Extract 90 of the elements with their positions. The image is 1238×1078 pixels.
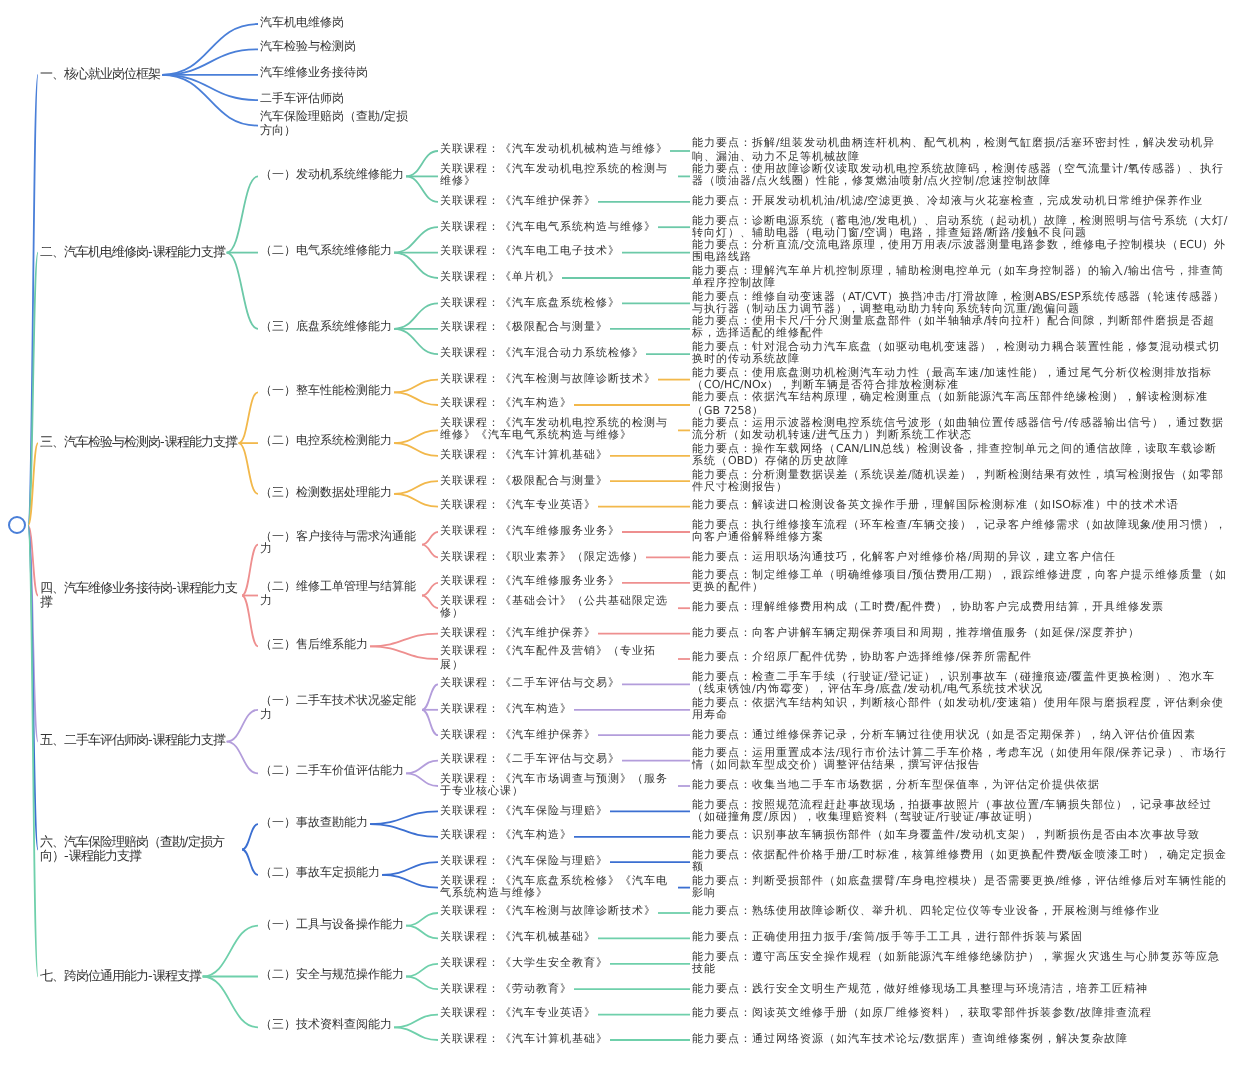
connector-line [421, 581, 439, 597]
connector-line [225, 740, 259, 775]
connector-line [405, 759, 439, 775]
connector-line [27, 73, 39, 527]
connector-line [621, 251, 691, 254]
connector-line [405, 175, 439, 203]
connector-line [393, 429, 439, 444]
connector-line [393, 327, 439, 330]
connector-line [421, 543, 439, 559]
connector-line [405, 150, 439, 178]
connector-line [677, 429, 691, 432]
connector-line [657, 226, 691, 229]
connector-line [237, 391, 259, 444]
connector-line [677, 658, 691, 660]
connector-line [573, 708, 691, 711]
connector-line [677, 785, 691, 787]
connector-line [369, 645, 439, 660]
connector-line [421, 531, 439, 546]
connector-line [161, 73, 259, 127]
connector-line [405, 772, 439, 787]
connector-line [405, 962, 439, 978]
connector-line [609, 962, 691, 965]
connector-line [621, 683, 691, 686]
connector-line [27, 251, 39, 527]
connector-line [621, 531, 691, 533]
connector-line [597, 937, 691, 940]
connector-line [393, 1026, 439, 1041]
connector-line [225, 251, 259, 254]
connector-line [405, 175, 439, 178]
connector-line [421, 594, 439, 610]
connector-line [241, 594, 259, 597]
connector-line [241, 848, 259, 876]
connector-line [225, 175, 259, 254]
connector-line [561, 277, 691, 279]
connector-line [225, 251, 259, 330]
connector-line [241, 594, 259, 648]
connector-line [201, 975, 259, 1029]
connector-line [645, 353, 691, 356]
connector-line [393, 327, 439, 356]
connector-line [237, 442, 259, 495]
connector-line [597, 632, 691, 635]
connector-line [405, 924, 439, 940]
connector-line [393, 302, 439, 330]
connector-line [369, 632, 439, 648]
connector-line [609, 810, 691, 813]
connector-line [393, 251, 439, 279]
connector-line [609, 480, 691, 483]
circle-node [8, 516, 26, 535]
connector-line [241, 823, 259, 851]
connector-line [597, 1013, 691, 1016]
connector-line [405, 912, 439, 927]
connector-line [609, 1039, 691, 1041]
connector-line [27, 524, 39, 597]
connector-line [677, 175, 691, 178]
connector-line [27, 524, 39, 978]
connector-line [393, 378, 439, 394]
connector-line [657, 378, 691, 381]
connector-line [677, 607, 691, 610]
connector-line [421, 683, 439, 711]
connector-line [421, 708, 439, 737]
connector-line [393, 226, 439, 254]
connector-line [393, 391, 439, 406]
connector-line [573, 835, 691, 838]
connector-line [405, 975, 439, 991]
connector-line [621, 581, 691, 584]
connector-line [597, 200, 691, 203]
connector-line [201, 924, 259, 978]
connector-line [237, 442, 259, 444]
connector-line [621, 302, 691, 305]
connector-line [369, 823, 439, 838]
connector-line [621, 759, 691, 762]
connector-line [573, 988, 691, 991]
connector-line [381, 874, 439, 889]
connector-line [609, 454, 691, 457]
connector-line [393, 1013, 439, 1029]
connector-line [573, 404, 691, 406]
connector-line [393, 442, 439, 457]
connector-line [225, 708, 259, 743]
connector-line [393, 493, 439, 508]
connector-line [645, 556, 691, 559]
connector-line [657, 912, 691, 914]
connector-line [597, 734, 691, 737]
connector-line [597, 505, 691, 508]
connector-line [421, 708, 439, 711]
connector-line [609, 861, 691, 864]
connector-line [609, 327, 691, 330]
connector-line [669, 150, 691, 152]
connector-line [27, 442, 39, 527]
connector-line [677, 886, 691, 889]
connector-line [241, 543, 259, 597]
